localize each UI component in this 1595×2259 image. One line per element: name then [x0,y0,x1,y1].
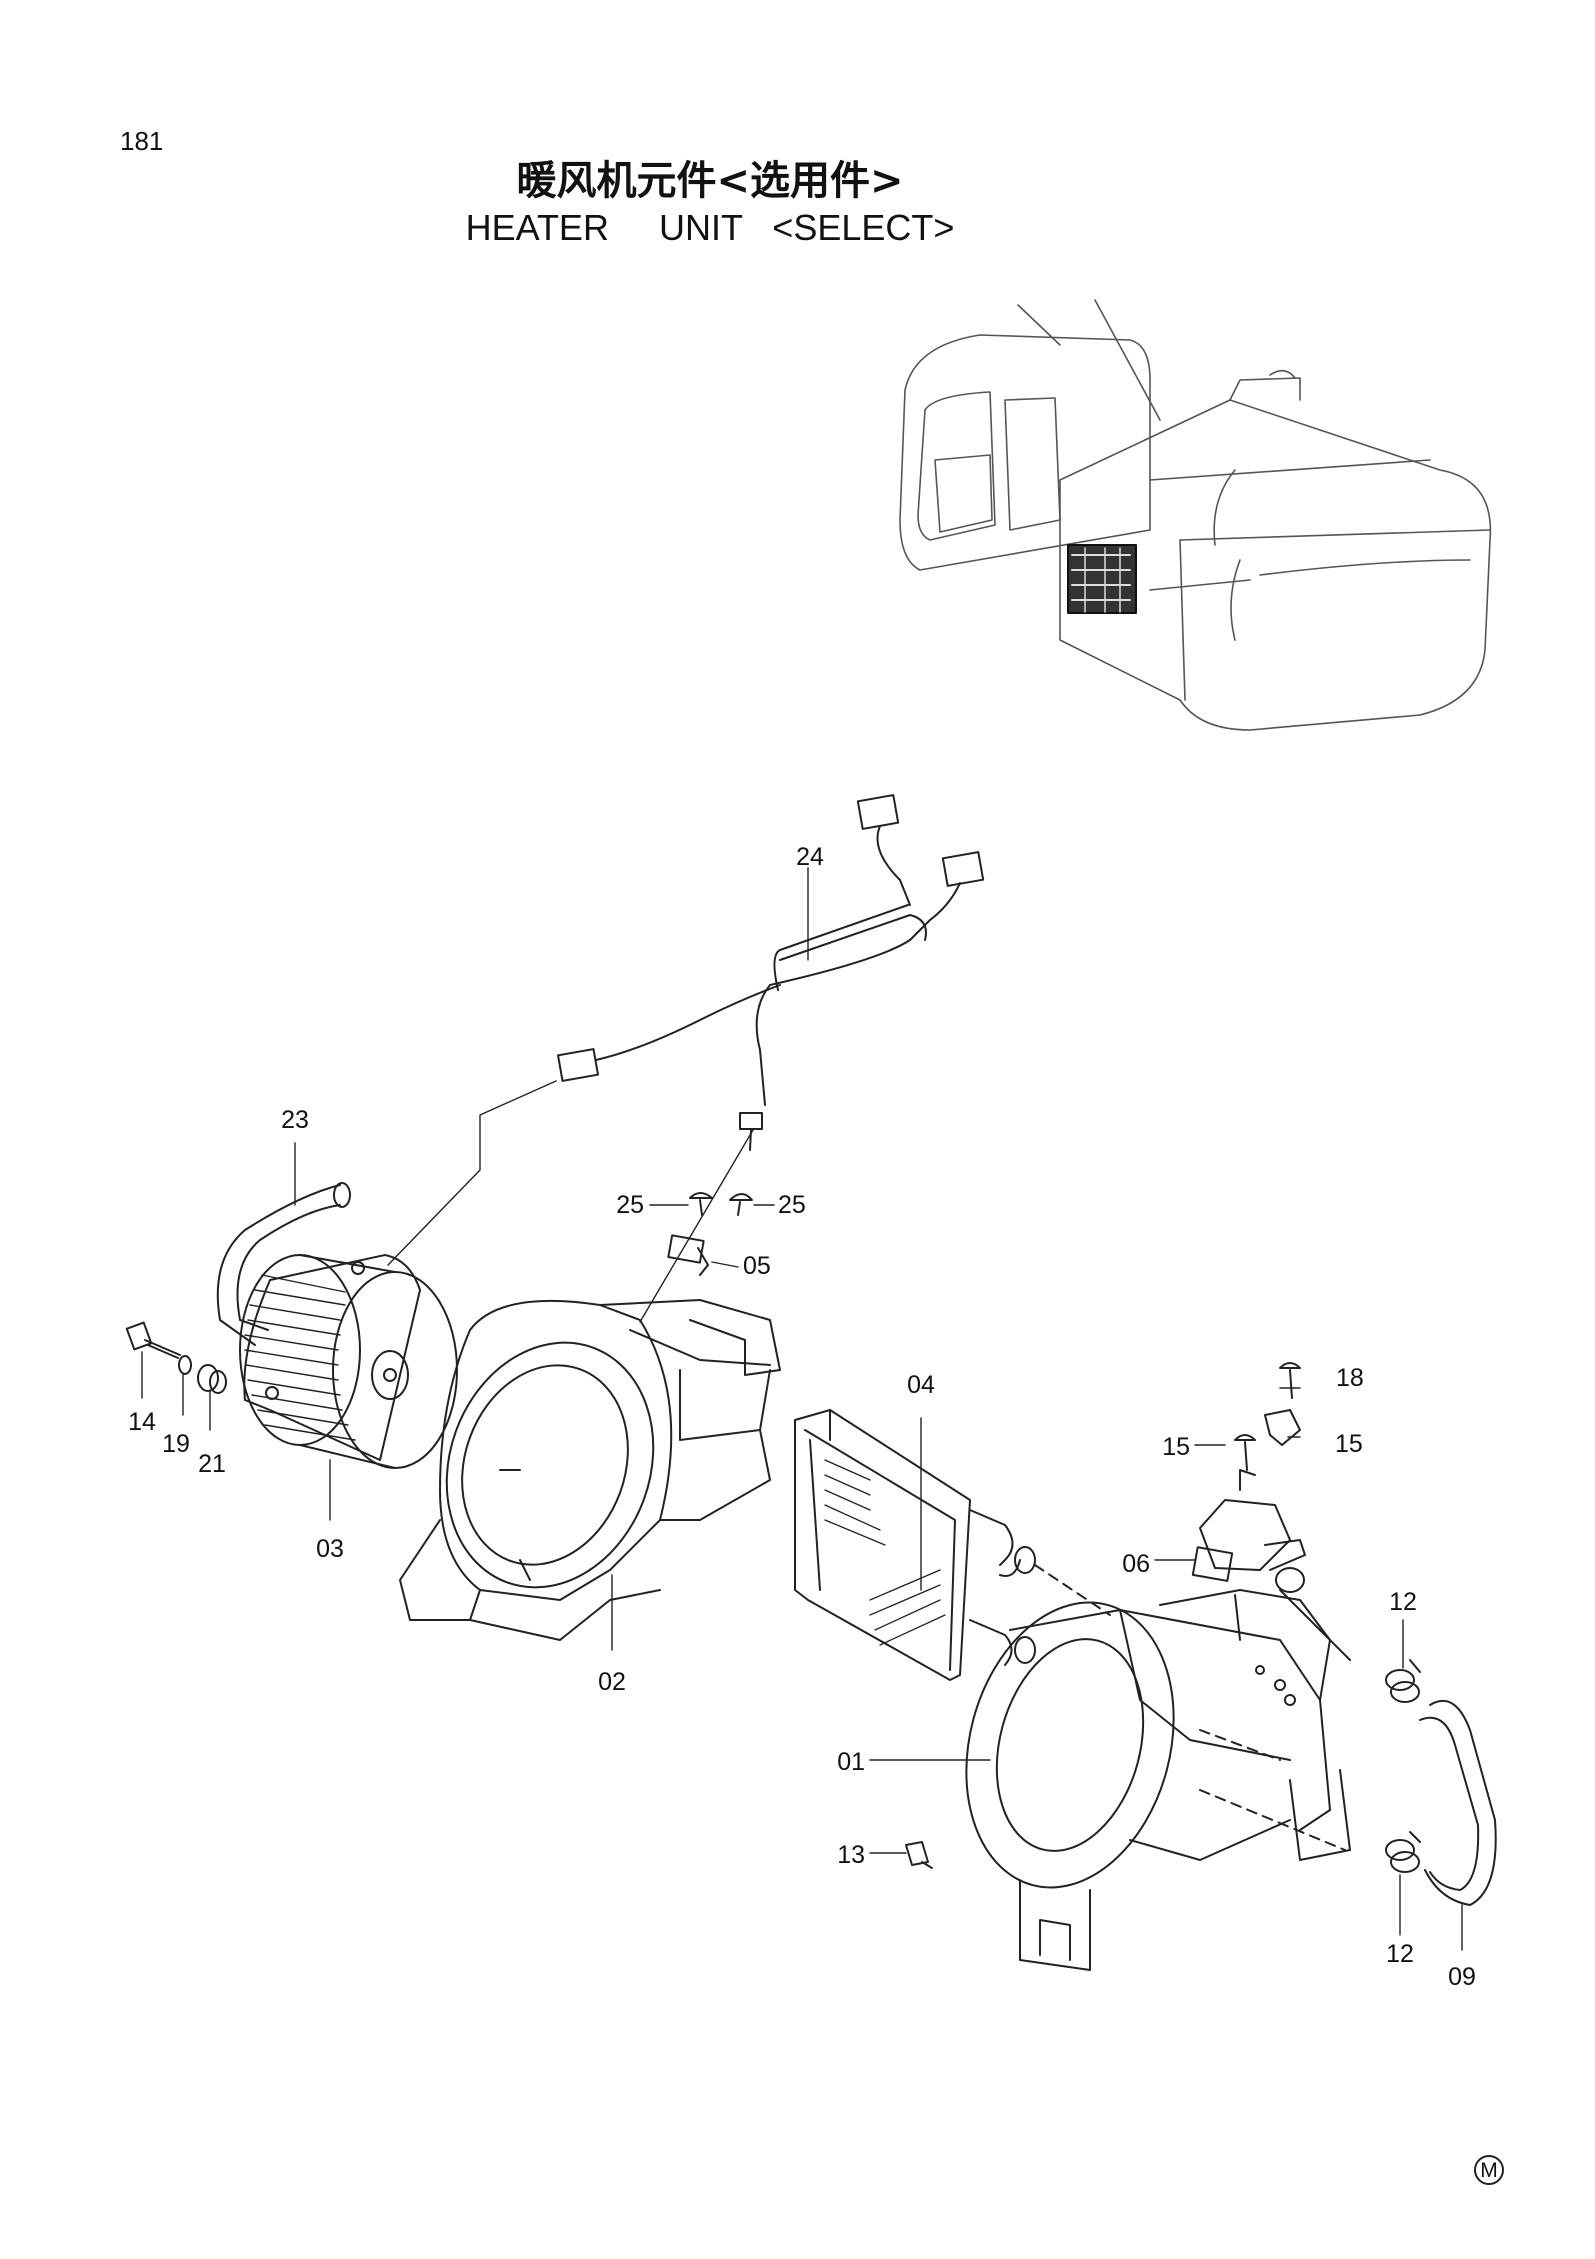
valve-06 [1191,1469,1351,1661]
callout-12-upper: 12 [1389,1588,1417,1616]
clip-18 [1264,1409,1301,1446]
connector-05 [667,1234,709,1276]
wire-harness-24 [557,794,985,1151]
callout-02: 02 [598,1668,626,1696]
hose-09 [1419,1699,1497,1906]
heater-location-highlight [1067,544,1137,614]
callout-labels: 24 23 25 25 05 14 19 21 03 02 04 18 15 1… [128,843,1476,1991]
washer-22 [178,1355,192,1375]
corner-mark: M [1474,2155,1504,2185]
housing-01 [965,1589,1351,1971]
heater-core-04 [794,1409,1036,1681]
bracket-13 [905,1841,933,1869]
callout-23: 23 [281,1106,309,1134]
callout-06: 06 [1122,1550,1150,1578]
callout-12-lower: 12 [1386,1940,1414,1968]
screw-19 [1279,1362,1301,1399]
callout-04: 04 [907,1371,935,1399]
callout-18: 15 [1335,1430,1363,1458]
callout-01: 01 [837,1748,865,1776]
page-number: 181 [120,126,164,156]
screw-25-right [729,1193,753,1216]
hose-23 [216,1182,351,1346]
corner-mark-letter: M [1480,2159,1498,2182]
leader-lines [141,867,1463,1951]
nut-21 [197,1364,227,1394]
callout-25-right: 25 [778,1191,806,1219]
clamp-12-lower [1385,1831,1421,1873]
assembly-line [1034,1564,1111,1616]
callout-09: 09 [1448,1963,1476,1991]
callout-03: 03 [316,1535,344,1563]
screw-25-left [689,1192,713,1216]
callout-22: 19 [162,1430,190,1458]
callout-19: 18 [1336,1364,1364,1392]
clamp-12-upper [1385,1659,1421,1703]
callout-25-left: 25 [616,1191,644,1219]
page-title-chinese: 暖风机元件<选用件> [516,158,904,204]
blower-motor-03 [239,1254,458,1469]
screw-14 [125,1321,181,1359]
screw-15 [1234,1434,1256,1471]
callout-24: 24 [796,843,824,871]
excavator-locator-illustration [899,299,1492,731]
callout-14: 14 [128,1408,156,1436]
callout-05: 05 [743,1252,771,1280]
page-title-english: HEATER UNIT <SELECT> [465,207,955,248]
callout-13: 13 [837,1841,865,1869]
callout-21: 21 [198,1450,226,1478]
housing-02 [399,1299,781,1641]
callout-15: 15 [1162,1433,1190,1461]
